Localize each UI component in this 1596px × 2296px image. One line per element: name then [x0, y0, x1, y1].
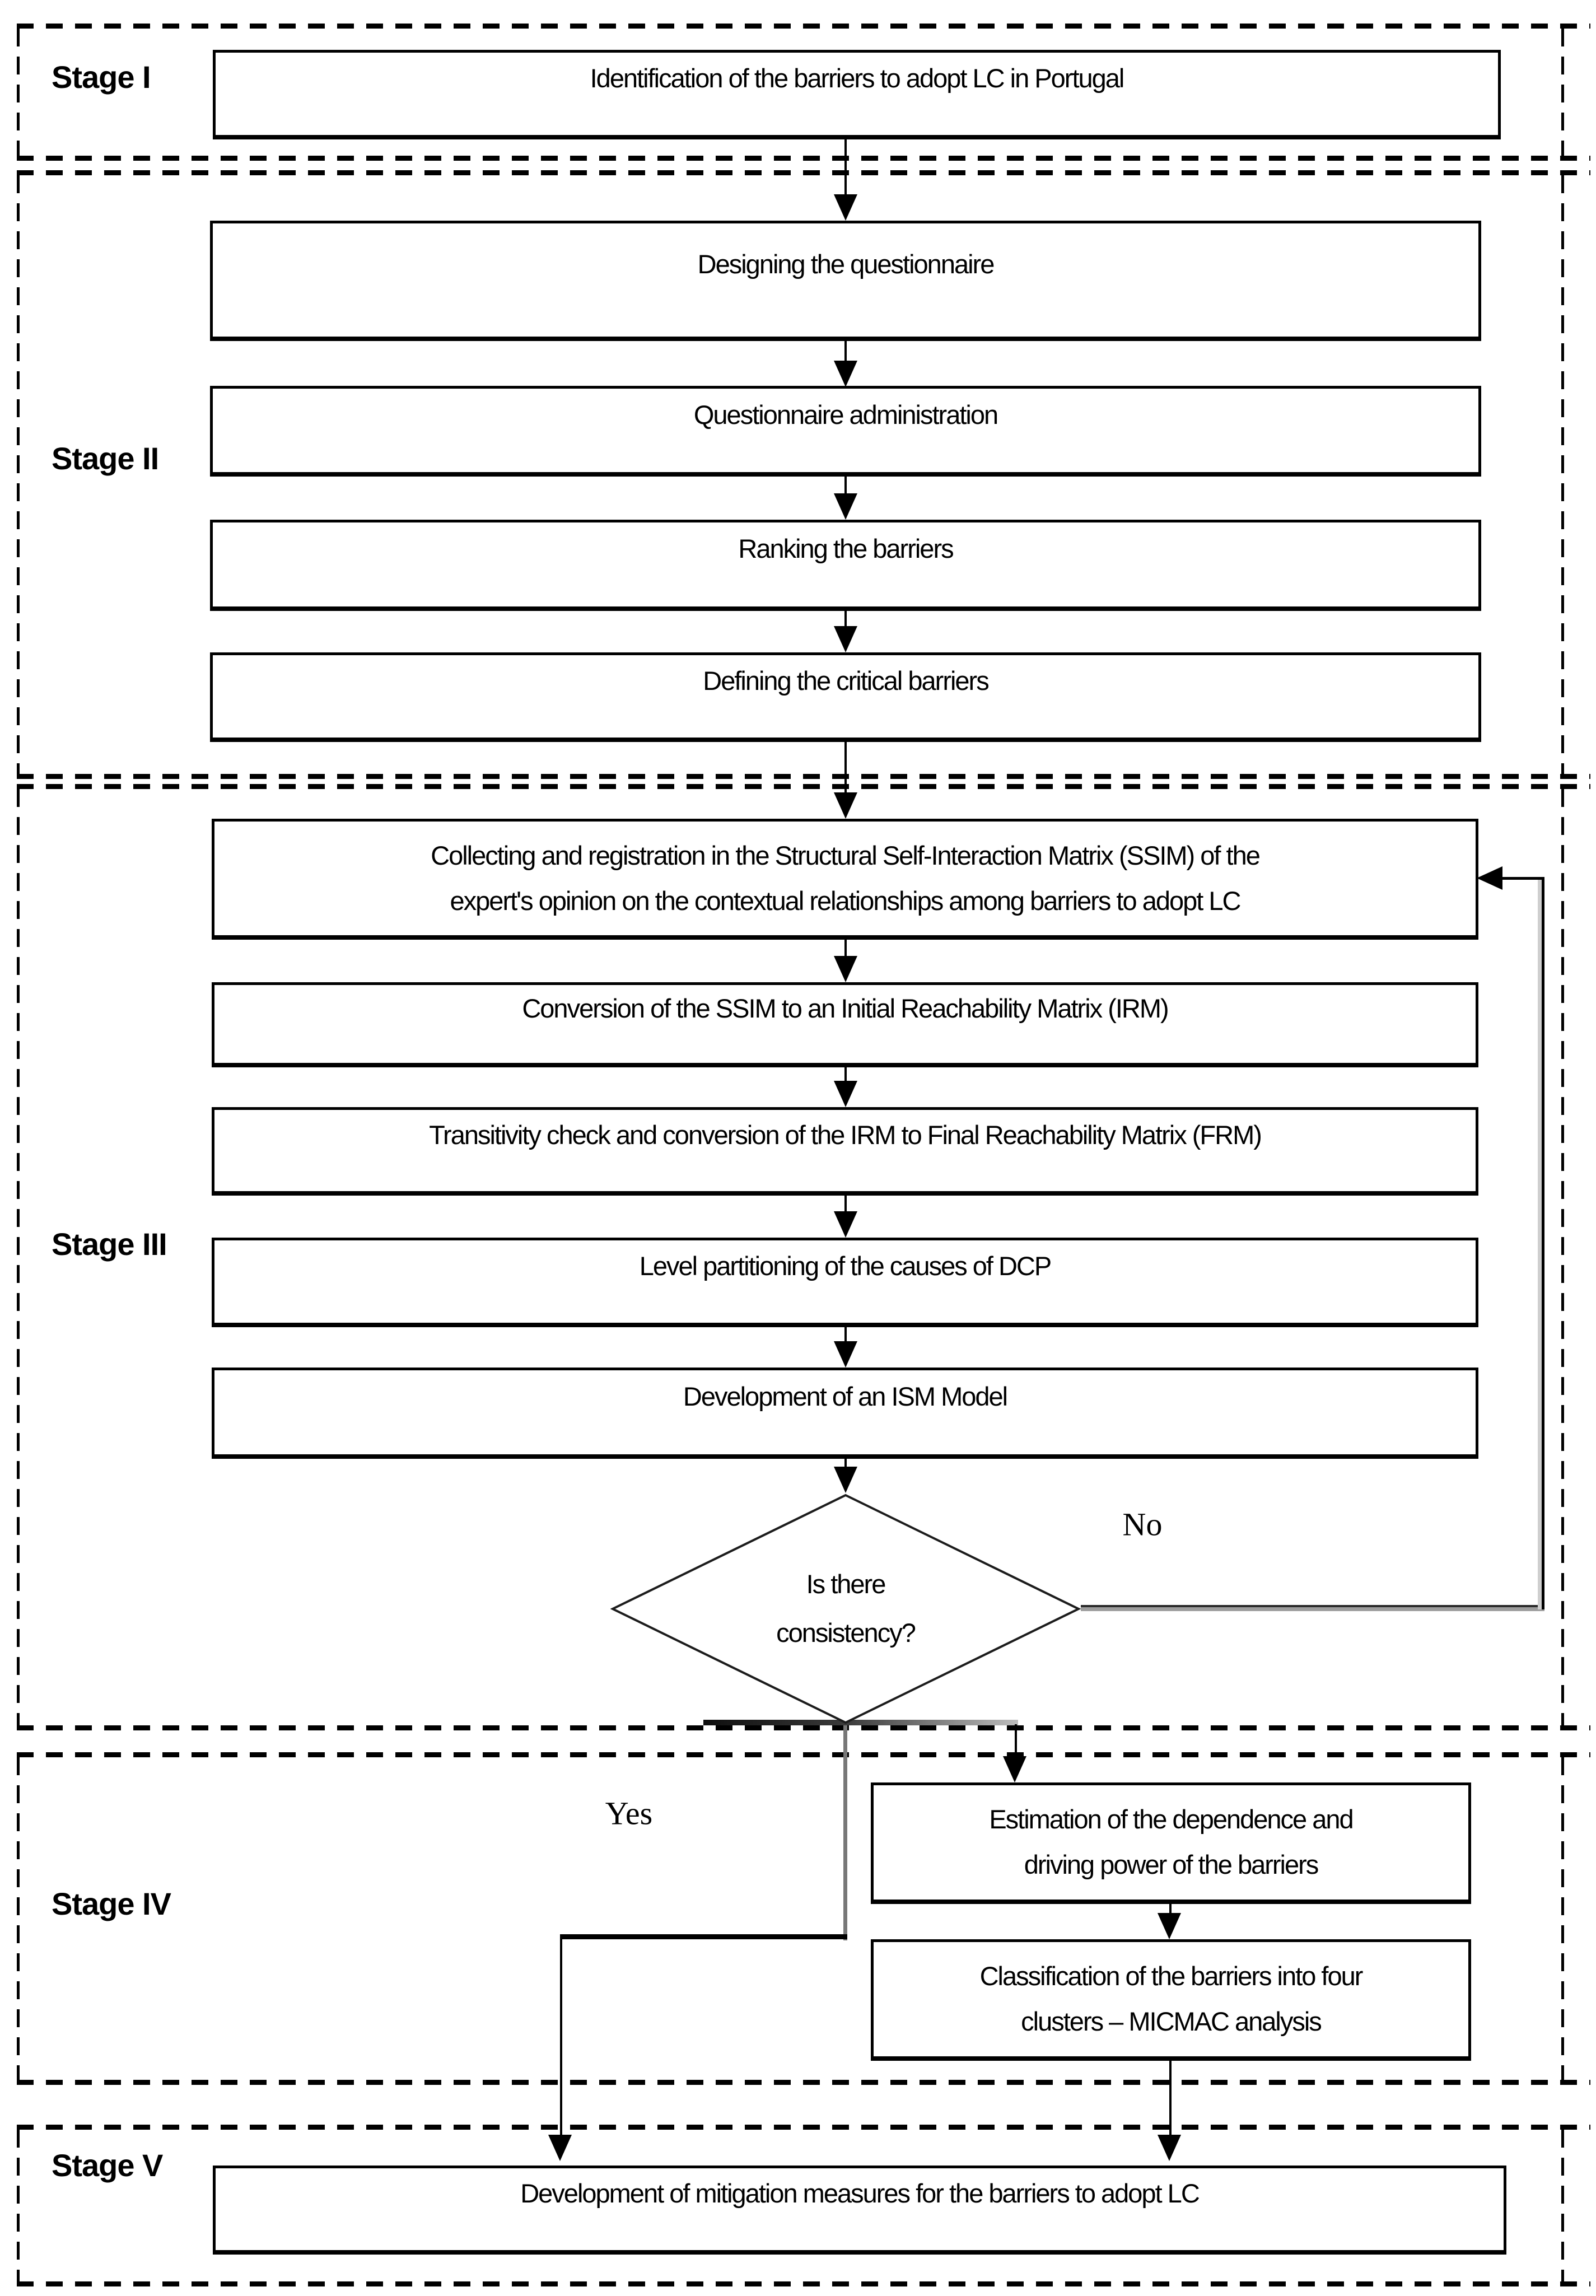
connector-line [844, 610, 847, 628]
arrow-down-icon [1003, 1756, 1026, 1782]
frame-edge [1561, 29, 1564, 156]
arrow-down-icon [834, 361, 857, 387]
decision-consistency: Is there consistency? [610, 1493, 1081, 1725]
frame-edge [17, 175, 20, 774]
stage-label-4: Stage IV [52, 1886, 171, 1921]
arrow-down-icon [834, 1211, 857, 1238]
arrow-down-icon [834, 1081, 857, 1107]
arrow-down-icon [1158, 2135, 1181, 2161]
stage-label-3: Stage III [52, 1226, 167, 1262]
frame-edge [17, 2130, 20, 2281]
connector-line [844, 139, 847, 196]
box-defining-critical-barriers: Defining the critical barriers [210, 652, 1481, 742]
box-designing-questionnaire: Designing the questionnaire [210, 221, 1481, 341]
box-transitivity-frm: Transitivity check and conversion of the… [212, 1107, 1478, 1196]
no-path-shadow [1538, 877, 1542, 1609]
frame-edge [17, 2125, 1590, 2130]
frame-edge [17, 774, 1590, 779]
frame-edge [17, 2080, 1590, 2085]
frame-edge [17, 1752, 1590, 1757]
arrow-down-icon [834, 1341, 857, 1368]
connector-line [844, 340, 847, 363]
diamond-shape-icon [610, 1494, 1081, 1724]
arrow-down-icon [1158, 1913, 1181, 1939]
box-identification-barriers: Identification of the barriers to adopt … [213, 50, 1501, 139]
decision-question: Is there consistency? [776, 1569, 916, 1648]
stage-label-2: Stage II [52, 441, 159, 476]
frame-edge [17, 1757, 20, 2080]
no-path-vertical-line [1542, 877, 1544, 1609]
box-level-partitioning: Level partitioning of the causes of DCP [212, 1238, 1478, 1327]
connector-line [844, 939, 847, 958]
frame-edge [17, 156, 1590, 161]
frame-edge [1561, 1757, 1564, 2080]
yes-path-vertical-line [560, 1938, 562, 2137]
box-ssim-collection: Collecting and registration in the Struc… [212, 819, 1478, 940]
no-path-return-line [1501, 877, 1544, 880]
connector-line [844, 1195, 847, 1214]
yes-path-horizontal-line [560, 1934, 847, 1939]
box-estimation-dependence: Estimation of the dependence and driving… [871, 1782, 1471, 1904]
connector-line [1169, 1903, 1172, 1915]
box-ism-model: Development of an ISM Model [212, 1368, 1478, 1459]
connector-line [844, 1458, 847, 1469]
arrow-left-icon [1477, 866, 1502, 890]
arrow-down-icon [834, 493, 857, 520]
arrow-down-icon [548, 2135, 572, 2161]
connector-line [844, 476, 847, 496]
stage-label-5: Stage V [52, 2148, 163, 2183]
frame-edge [17, 24, 1590, 29]
frame-edge [1561, 2130, 1564, 2281]
stage-label-1: Stage I [52, 59, 151, 95]
frame-edge [17, 2281, 1590, 2286]
connector-line [1169, 2060, 1172, 2137]
connector-line [844, 1327, 847, 1343]
connector-line [844, 1067, 847, 1083]
frame-edge [17, 170, 1590, 175]
label-yes: Yes [605, 1795, 653, 1832]
branch-horizontal-line [703, 1720, 1018, 1725]
frame-edge [1561, 789, 1564, 1725]
frame-edge [1561, 175, 1564, 774]
arrow-down-icon [834, 1467, 857, 1493]
frame-edge [17, 29, 20, 156]
label-no: No [1122, 1506, 1163, 1543]
frame-edge [17, 789, 20, 1725]
arrow-down-icon [834, 956, 857, 982]
frame-edge [17, 784, 1590, 789]
box-classification-micmac: Classification of the barriers into four… [871, 1939, 1471, 2061]
no-path-horizontal-line [1081, 1605, 1544, 1611]
arrow-down-icon [834, 626, 857, 652]
connector-line [844, 741, 847, 795]
box-mitigation-measures: Development of mitigation measures for t… [213, 2166, 1506, 2255]
arrow-down-icon [834, 792, 857, 819]
box-questionnaire-administration: Questionnaire administration [210, 386, 1481, 477]
frame-edge [17, 1725, 1590, 1730]
box-ranking-barriers: Ranking the barriers [210, 520, 1481, 611]
yes-path-vertical-gray-line [843, 1722, 847, 1940]
box-conversion-irm: Conversion of the SSIM to an Initial Rea… [212, 982, 1478, 1067]
branch-vertical-line [1015, 1724, 1017, 1758]
arrow-down-icon [834, 194, 857, 221]
